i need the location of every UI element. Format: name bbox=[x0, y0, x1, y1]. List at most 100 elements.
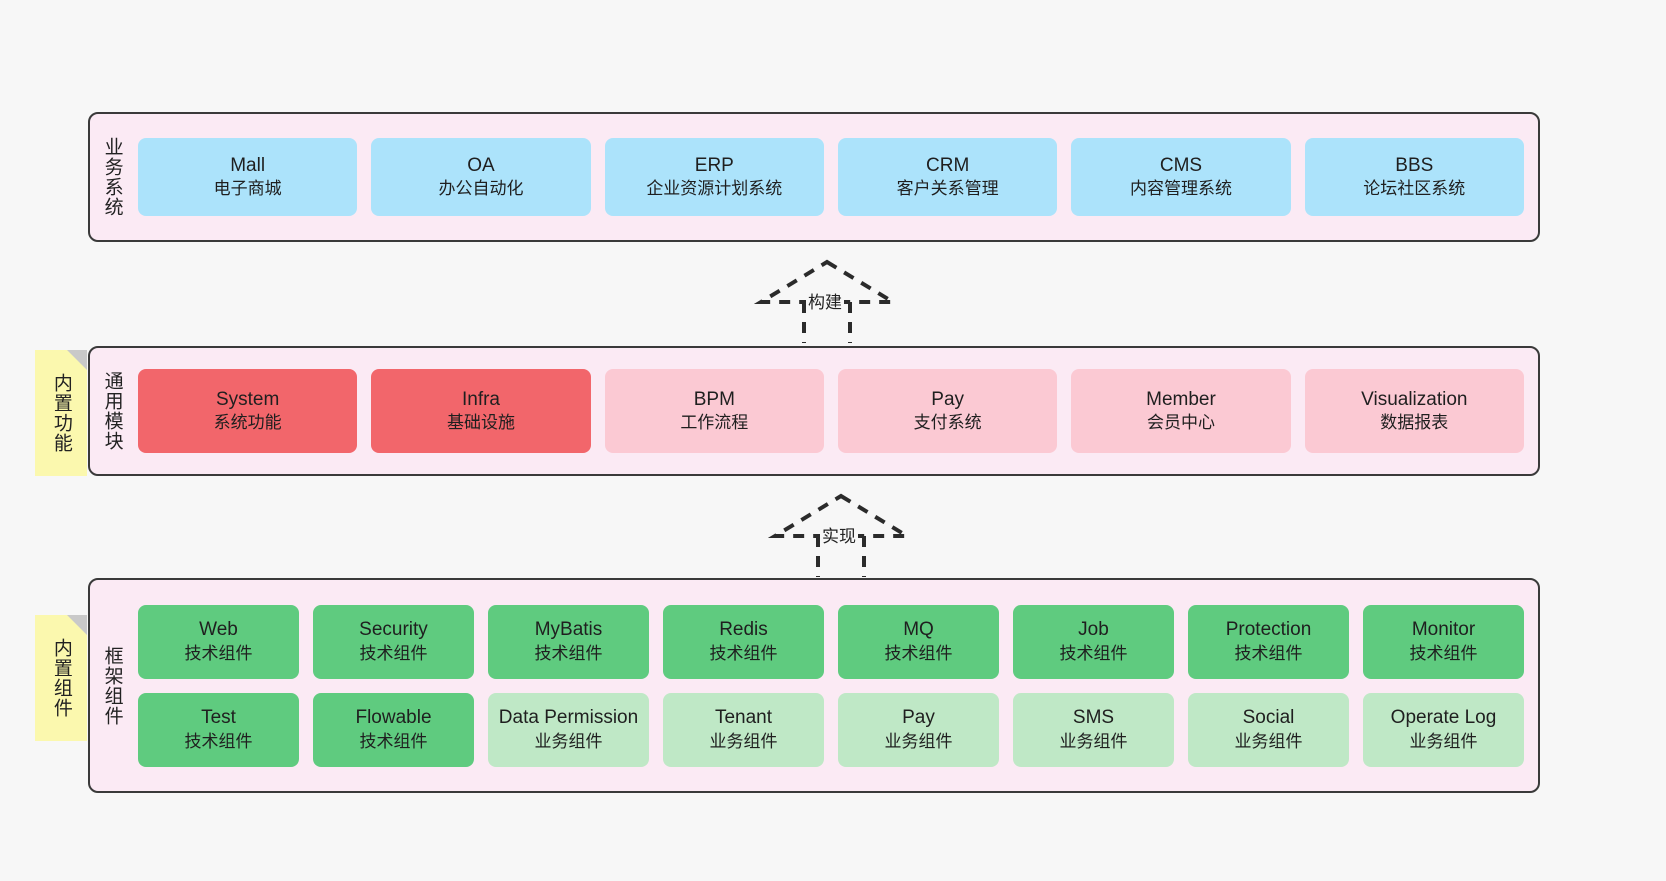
card-flowable[interactable]: Flowable 技术组件 bbox=[313, 692, 474, 767]
card-title: SMS bbox=[1072, 707, 1115, 729]
note-builtin-function: 内置功能 bbox=[35, 350, 87, 476]
card-title: OA bbox=[467, 154, 495, 176]
card-bpm[interactable]: BPM 工作流程 bbox=[604, 369, 824, 453]
card-title: Redis bbox=[719, 619, 768, 641]
card-subtitle: 业务组件 bbox=[1409, 731, 1478, 751]
card-title: BPM bbox=[693, 388, 735, 410]
card-title: Member bbox=[1146, 388, 1216, 410]
card-subtitle: 技术组件 bbox=[534, 643, 603, 663]
card-operate-log[interactable]: Operate Log 业务组件 bbox=[1363, 692, 1524, 767]
card-job[interactable]: Job 技术组件 bbox=[1013, 604, 1174, 679]
card-title: Social bbox=[1242, 707, 1295, 729]
card-erp[interactable]: ERP 企业资源计划系统 bbox=[604, 138, 824, 216]
layer-body-framework-component: Web 技术组件 Security 技术组件 MyBatis 技术组件 Redi… bbox=[134, 580, 1538, 791]
card-mq[interactable]: MQ 技术组件 bbox=[838, 604, 999, 679]
card-subtitle: 业务组件 bbox=[884, 731, 953, 751]
card-subtitle: 技术组件 bbox=[709, 643, 778, 663]
card-row: Mall 电子商城 OA 办公自动化 ERP 企业资源计划系统 CRM 客户关系… bbox=[138, 138, 1524, 216]
card-title: Data Permission bbox=[498, 707, 639, 729]
card-title: Monitor bbox=[1411, 619, 1476, 641]
layer-title-framework-component: 框架组件 bbox=[101, 645, 123, 726]
card-oa[interactable]: OA 办公自动化 bbox=[371, 138, 591, 216]
card-subtitle: 技术组件 bbox=[884, 643, 953, 663]
note-label: 内置功能 bbox=[50, 373, 72, 453]
card-row: Web 技术组件 Security 技术组件 MyBatis 技术组件 Redi… bbox=[138, 604, 1524, 679]
card-subtitle: 论坛社区系统 bbox=[1363, 179, 1466, 199]
card-system[interactable]: System 系统功能 bbox=[138, 369, 358, 453]
card-monitor[interactable]: Monitor 技术组件 bbox=[1363, 604, 1524, 679]
card-subtitle: 数据报表 bbox=[1380, 413, 1449, 433]
connector-build-label: 构建 bbox=[806, 293, 844, 312]
card-tenant[interactable]: Tenant 业务组件 bbox=[663, 692, 824, 767]
card-title: CRM bbox=[926, 154, 970, 176]
card-title: Pay bbox=[902, 707, 935, 729]
card-subtitle: 业务组件 bbox=[534, 731, 603, 751]
card-sms[interactable]: SMS 业务组件 bbox=[1013, 692, 1174, 767]
card-web[interactable]: Web 技术组件 bbox=[138, 604, 299, 679]
card-subtitle: 会员中心 bbox=[1146, 413, 1215, 433]
card-subtitle: 支付系统 bbox=[913, 413, 982, 433]
card-title: System bbox=[215, 388, 280, 410]
card-title: Security bbox=[359, 619, 428, 641]
card-subtitle: 客户关系管理 bbox=[896, 179, 999, 199]
card-subtitle: 业务组件 bbox=[709, 731, 778, 751]
card-redis[interactable]: Redis 技术组件 bbox=[663, 604, 824, 679]
card-subtitle: 技术组件 bbox=[1059, 643, 1128, 663]
layer-body-business-system: Mall 电子商城 OA 办公自动化 ERP 企业资源计划系统 CRM 客户关系… bbox=[134, 114, 1538, 240]
card-title: MQ bbox=[903, 619, 934, 641]
card-subtitle: 系统功能 bbox=[213, 413, 282, 433]
card-title: Mall bbox=[230, 154, 266, 176]
card-social[interactable]: Social 业务组件 bbox=[1188, 692, 1349, 767]
card-pay[interactable]: Pay 支付系统 bbox=[837, 369, 1058, 453]
card-subtitle: 办公自动化 bbox=[438, 179, 524, 199]
card-member[interactable]: Member 会员中心 bbox=[1071, 369, 1291, 453]
card-title: BBS bbox=[1395, 154, 1434, 176]
layer-framework-component: 框架组件 Web 技术组件 Security 技术组件 MyBatis 技术组件… bbox=[88, 578, 1540, 793]
connector-build: 构建 bbox=[753, 258, 901, 343]
connector-implement-label: 实现 bbox=[820, 527, 858, 546]
card-title: Visualization bbox=[1361, 388, 1468, 410]
note-label: 内置组件 bbox=[50, 638, 72, 718]
layer-body-common-module: System 系统功能 Infra 基础设施 BPM 工作流程 Pay 支付系统… bbox=[134, 348, 1538, 474]
card-visualization[interactable]: Visualization 数据报表 bbox=[1304, 369, 1524, 453]
card-title: Job bbox=[1078, 619, 1109, 641]
card-title: ERP bbox=[694, 154, 734, 176]
card-subtitle: 技术组件 bbox=[359, 643, 428, 663]
card-title: Test bbox=[201, 707, 236, 729]
layer-business-system: 业务系统 Mall 电子商城 OA 办公自动化 ERP 企业资源计划系统 CRM… bbox=[88, 112, 1540, 242]
card-security[interactable]: Security 技术组件 bbox=[313, 604, 474, 679]
card-subtitle: 技术组件 bbox=[1234, 643, 1303, 663]
card-data-permission[interactable]: Data Permission 业务组件 bbox=[488, 692, 649, 767]
card-subtitle: 电子商城 bbox=[213, 179, 282, 199]
card-cms[interactable]: CMS 内容管理系统 bbox=[1071, 138, 1291, 216]
card-title: Protection bbox=[1225, 619, 1312, 641]
card-infra[interactable]: Infra 基础设施 bbox=[371, 369, 591, 453]
card-subtitle: 基础设施 bbox=[446, 413, 515, 433]
card-title: Flowable bbox=[355, 707, 432, 729]
card-subtitle: 技术组件 bbox=[184, 731, 253, 751]
card-crm[interactable]: CRM 客户关系管理 bbox=[837, 138, 1058, 216]
card-protection[interactable]: Protection 技术组件 bbox=[1188, 604, 1349, 679]
layer-common-module: 通用模块 System 系统功能 Infra 基础设施 BPM 工作流程 Pay… bbox=[88, 346, 1540, 476]
layer-title-common-module: 通用模块 bbox=[101, 371, 123, 451]
card-pay-business[interactable]: Pay 业务组件 bbox=[838, 692, 999, 767]
card-title: Infra bbox=[461, 388, 500, 410]
connector-implement: 实现 bbox=[767, 492, 915, 577]
card-title: Web bbox=[199, 619, 238, 641]
card-mybatis[interactable]: MyBatis 技术组件 bbox=[488, 604, 649, 679]
card-subtitle: 技术组件 bbox=[359, 731, 428, 751]
card-row: System 系统功能 Infra 基础设施 BPM 工作流程 Pay 支付系统… bbox=[138, 369, 1524, 453]
card-bbs[interactable]: BBS 论坛社区系统 bbox=[1304, 138, 1524, 216]
card-subtitle: 业务组件 bbox=[1059, 731, 1128, 751]
card-test[interactable]: Test 技术组件 bbox=[138, 692, 299, 767]
layer-title-business-system: 业务系统 bbox=[101, 137, 123, 217]
card-title: CMS bbox=[1159, 154, 1203, 176]
card-title: Operate Log bbox=[1390, 707, 1497, 729]
card-row: Test 技术组件 Flowable 技术组件 Data Permission … bbox=[138, 692, 1524, 767]
card-subtitle: 业务组件 bbox=[1234, 731, 1303, 751]
card-mall[interactable]: Mall 电子商城 bbox=[138, 138, 358, 216]
card-subtitle: 企业资源计划系统 bbox=[646, 179, 783, 199]
card-title: Pay bbox=[931, 388, 965, 410]
card-title: Tenant bbox=[714, 707, 773, 729]
